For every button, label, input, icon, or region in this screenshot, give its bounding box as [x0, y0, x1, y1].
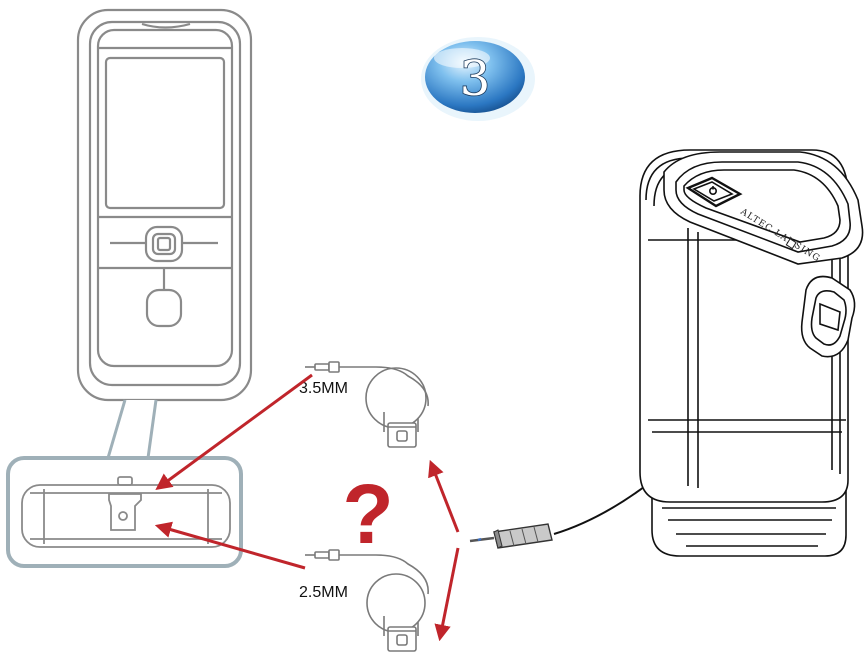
- step-number-badge: 3: [421, 37, 535, 121]
- mobile-phone: [76, 8, 253, 402]
- arrow-plug-down: [434, 547, 460, 642]
- portable-speaker: ALTEC LANSING: [639, 149, 864, 557]
- step-number: 3: [460, 51, 491, 107]
- cable-3-5mm-label: 3.5MM: [299, 380, 348, 397]
- arrow-plug-up: [428, 459, 460, 533]
- connection-arrows: [154, 373, 460, 642]
- cable-2-5mm-label: 2.5MM: [299, 584, 348, 601]
- arrow-2-5mm-to-jack: [154, 521, 306, 570]
- question-mark: ?: [342, 467, 393, 561]
- cable-2-5mm: 2.5MM: [299, 549, 429, 652]
- zoom-callout: [105, 399, 158, 460]
- arrow-3-5mm-to-jack: [155, 373, 313, 490]
- phone-jack-detail: [6, 456, 243, 568]
- speaker-audio-plug: [469, 483, 649, 549]
- cable-3-5mm: 3.5MM: [299, 361, 429, 448]
